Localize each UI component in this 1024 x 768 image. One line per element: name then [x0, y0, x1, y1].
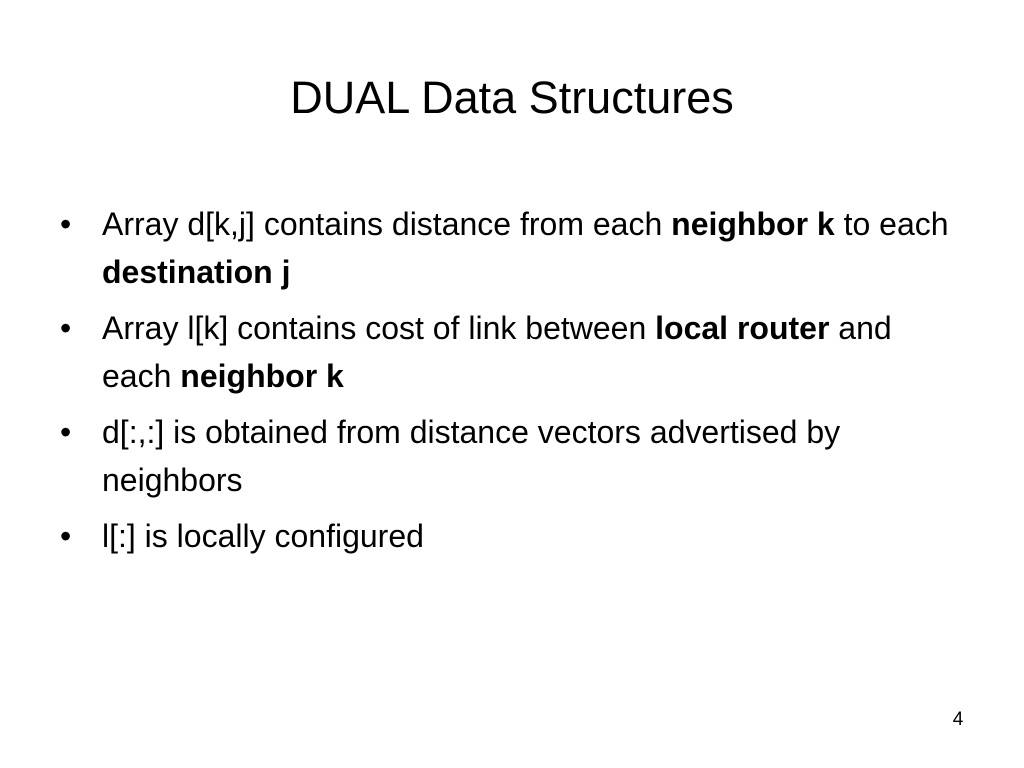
bullet-text: d[:,:] is obtained from distance vectors… [102, 414, 840, 498]
bullet-list: • Array d[k,j] contains distance from ea… [58, 200, 958, 568]
bullet-text-segment: to each [834, 206, 949, 242]
bullet-text-bold-segment: neighbor k [671, 206, 835, 242]
bullet-text-bold-segment: destination j [102, 254, 291, 290]
bullet-text-segment: and each [102, 310, 892, 394]
bullet-text-segment: l[:] is locally configured [102, 518, 424, 554]
bullet-text-segment: d[:,:] is obtained from distance vectors… [102, 414, 841, 498]
bullet-text-segment: Array d[k,j] contains distance from each [102, 206, 672, 242]
bullet-item-array-d: • Array d[k,j] contains distance from ea… [58, 200, 958, 296]
bullet-text: l[:] is locally configured [102, 518, 424, 554]
bullet-icon: • [60, 206, 72, 242]
bullet-text-segment: Array l[k] contains cost of link between [102, 310, 656, 346]
bullet-text: Array l[k] contains cost of link between… [102, 310, 892, 394]
bullet-item-array-l: • Array l[k] contains cost of link betwe… [58, 304, 958, 400]
bullet-icon: • [60, 414, 72, 450]
slide-title: DUAL Data Structures [290, 72, 734, 123]
bullet-item-l-configured: • l[:] is locally configured [58, 512, 958, 560]
bullet-text: Array d[k,j] contains distance from each… [102, 206, 949, 290]
bullet-item-d-obtained: • d[:,:] is obtained from distance vecto… [58, 408, 958, 504]
bullet-text-bold-segment: local router [655, 310, 830, 346]
slide-number: 4 [952, 709, 964, 730]
bullet-text-bold-segment: neighbor k [180, 358, 344, 394]
bullet-icon: • [60, 310, 72, 346]
bullet-icon: • [60, 518, 72, 554]
